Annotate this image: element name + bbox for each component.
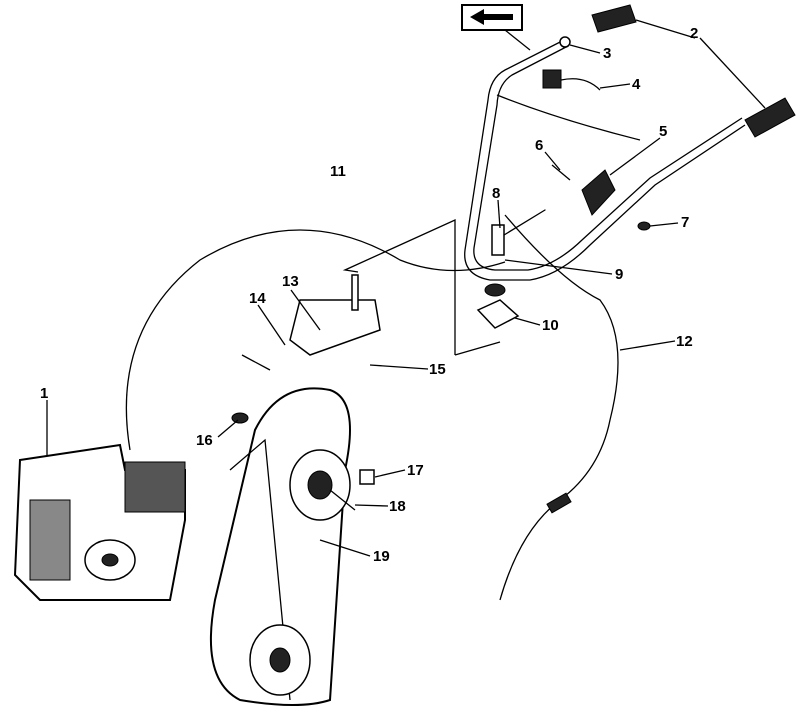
callout-3: 3 [603,45,611,62]
grip-lower [744,97,796,138]
callout-10: 10 [542,317,559,334]
engine [13,443,186,601]
throttle-wire [560,78,601,91]
callout-1: 1 [40,385,48,402]
callout-11: 11 [330,163,346,180]
bracket-plate [476,299,520,329]
callout-13: 13 [282,273,299,290]
handle-mount [484,283,506,297]
callout-12: 12 [676,333,693,350]
bolt [351,274,359,311]
handlebar [464,36,746,281]
callout-15: 15 [429,361,446,378]
knob [503,209,546,236]
leader-lines [46,19,766,557]
nut [637,221,651,231]
callout-18: 18 [389,498,406,515]
callout-2: 2 [690,25,698,42]
callout-14: 14 [249,290,266,307]
cable-connector [546,492,572,514]
arrow-left-icon [461,4,531,51]
cable-11 [125,229,506,451]
screw [551,164,571,181]
callout-17: 17 [407,462,424,479]
bolt-14 [241,354,271,371]
callout-6: 6 [535,137,543,154]
cable-12 [499,214,619,601]
belt-case [209,387,375,706]
callout-7: 7 [681,214,689,231]
handle-bolt [491,224,505,256]
callout-5: 5 [659,123,667,140]
grip-upper [591,4,637,33]
guide-lines [342,218,501,356]
callout-19: 19 [373,548,390,565]
callout-9: 9 [615,266,623,283]
mount-bracket [289,299,381,356]
callout-8: 8 [492,185,500,202]
clutch-lever [581,169,616,216]
callout-16: 16 [196,432,213,449]
washer-16 [231,412,249,424]
callout-4: 4 [632,76,641,93]
throttle-control [542,69,562,89]
